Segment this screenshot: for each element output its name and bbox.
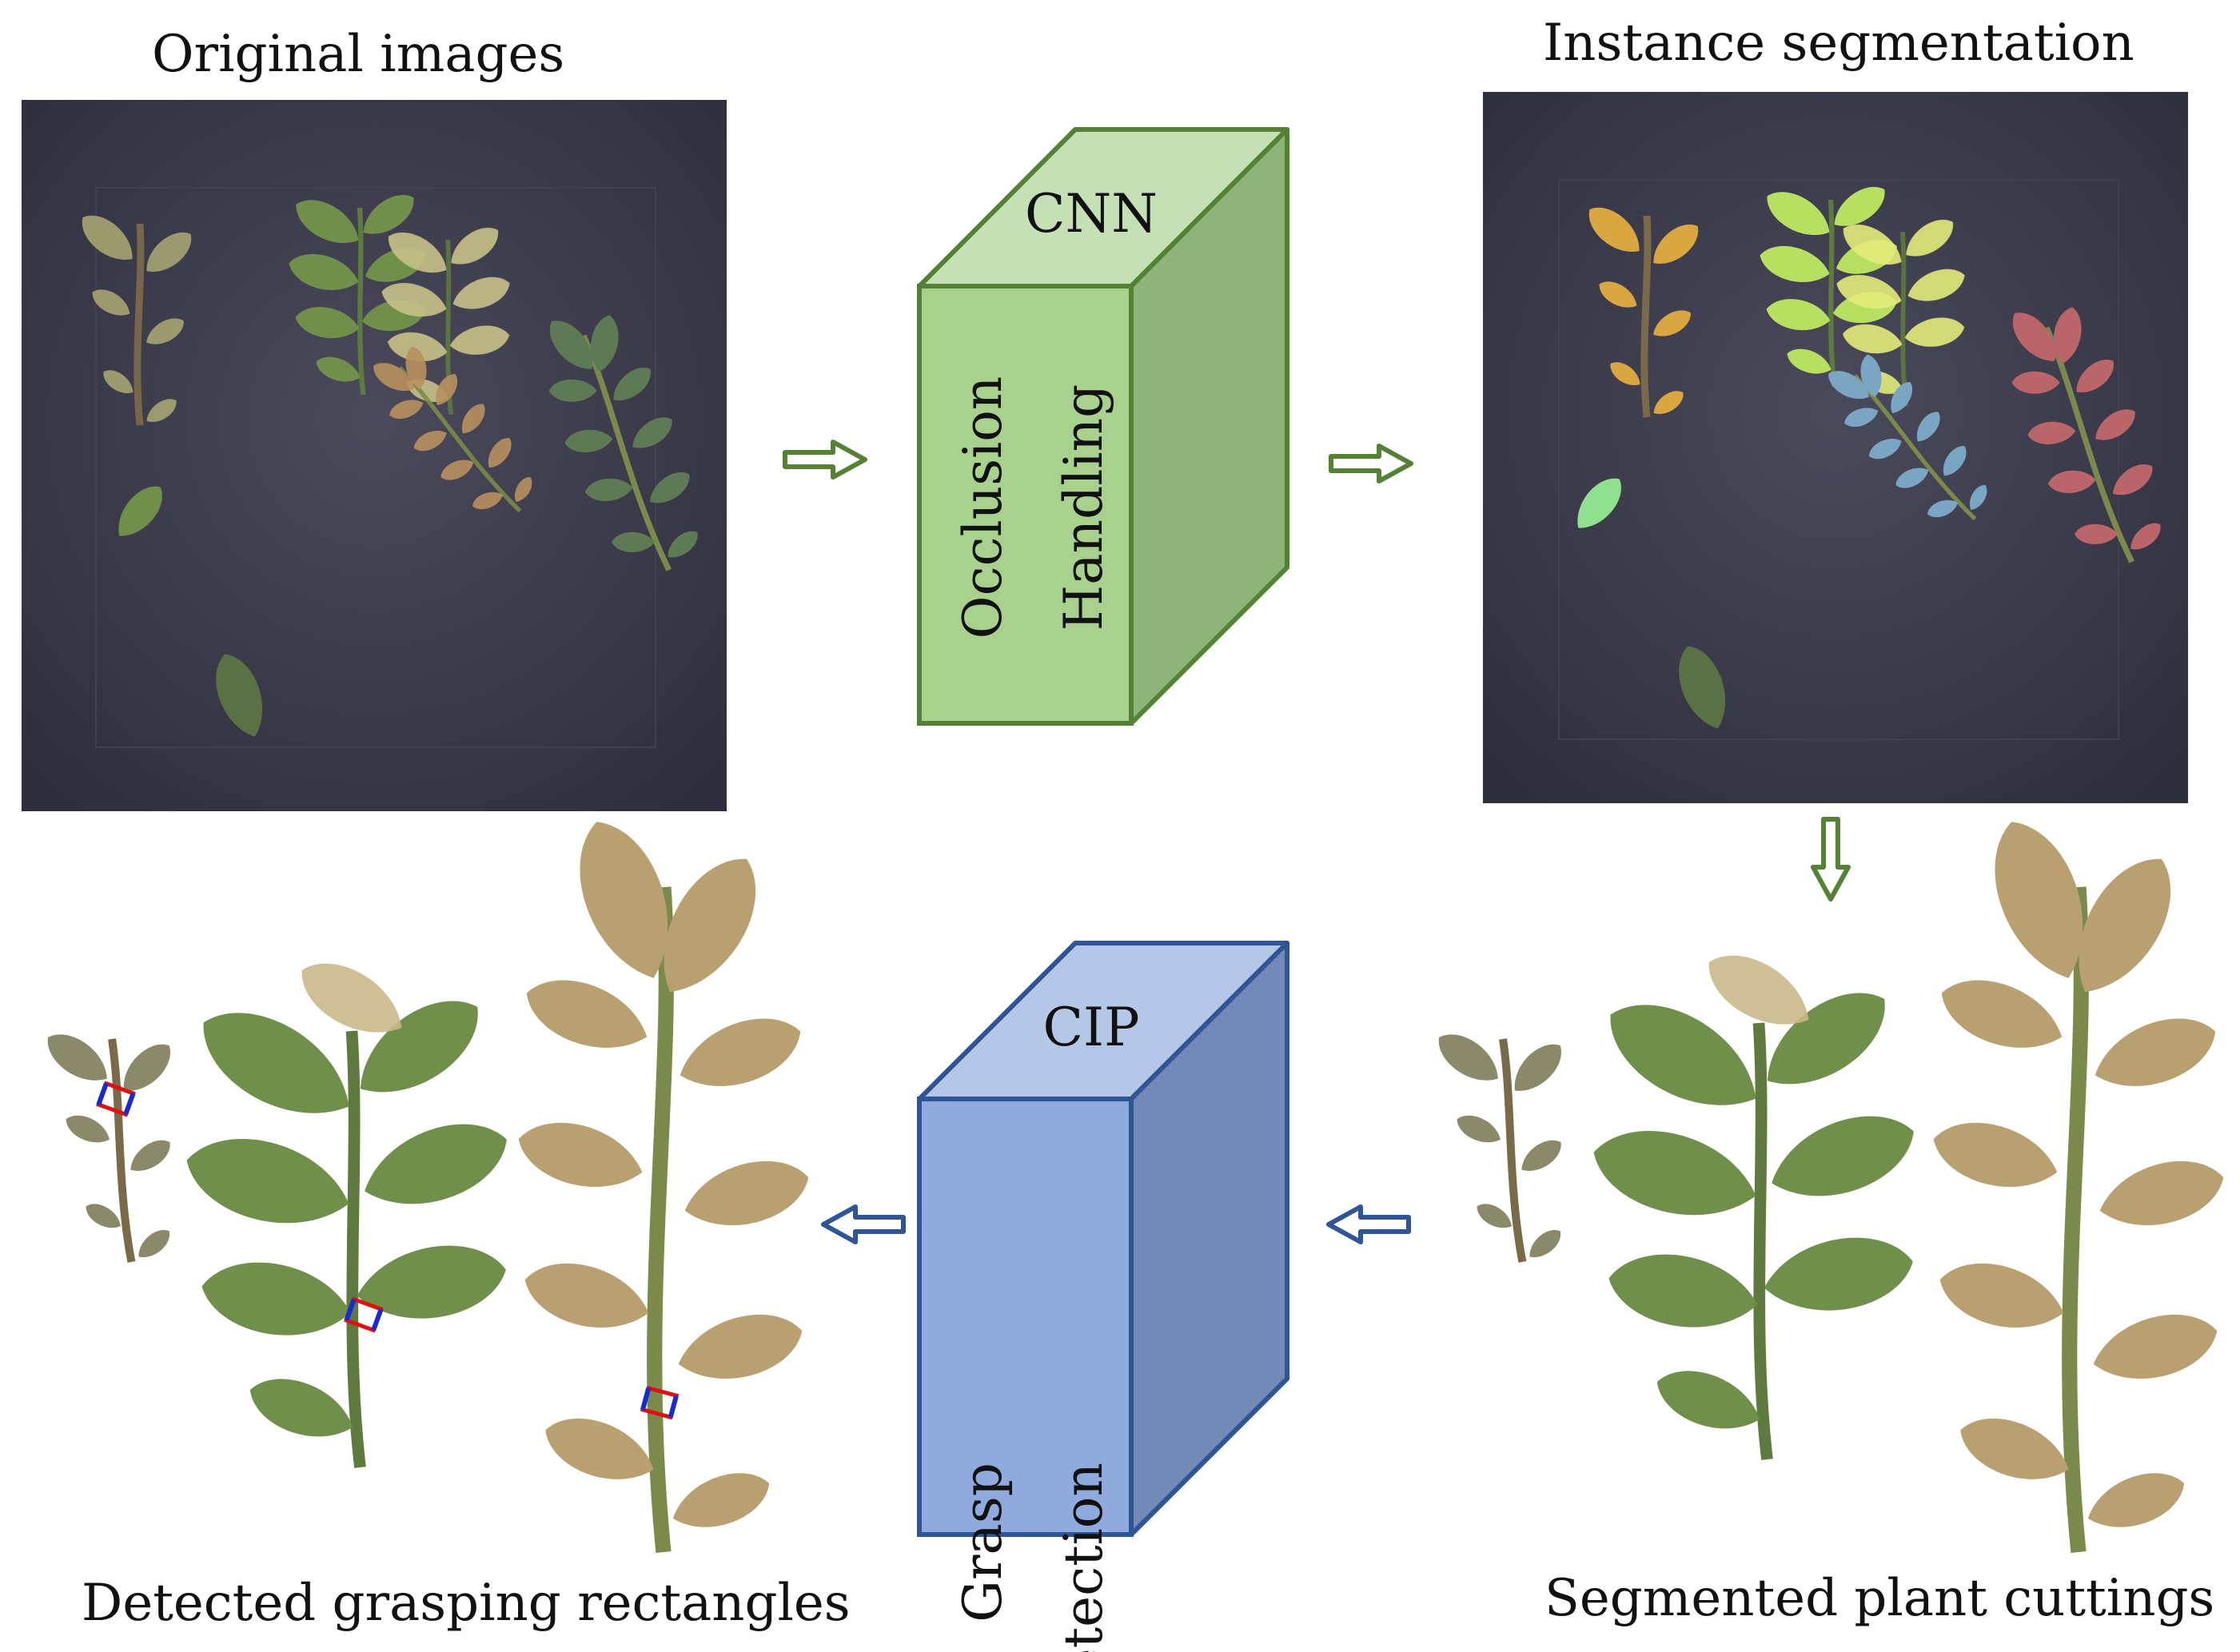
caption-original-images: Original images xyxy=(152,25,565,84)
original-image-panel xyxy=(22,100,727,811)
caption-segmented-plant-cuttings: Segmented plant cuttings xyxy=(1544,1569,2215,1628)
grasp-rectangle xyxy=(96,1081,136,1117)
cnn-label: CNN xyxy=(1025,183,1158,245)
detection-label: Detection xyxy=(1053,1463,1114,1652)
arrow-left xyxy=(1326,1204,1411,1244)
arrow-right xyxy=(1329,444,1413,484)
caption-detected-grasping-rectangles: Detected grasping rectangles xyxy=(82,1574,851,1633)
handling-label: Handling xyxy=(1053,384,1114,631)
caption-instance-segmentation: Instance segmentation xyxy=(1543,14,2134,73)
grasp-rectangle xyxy=(344,1296,384,1333)
cnn-box: CNN Occlusion Handling xyxy=(917,127,1289,726)
arrow-down xyxy=(1811,817,1851,902)
detected-cuttings xyxy=(36,809,816,1552)
grasp-label: Grasp xyxy=(952,1463,1014,1622)
instance-segmentation-panel xyxy=(1483,92,2188,803)
segmented-cuttings xyxy=(1427,809,2231,1552)
grasp-rectangle xyxy=(640,1385,680,1420)
cip-box: CIP Grasp Detection xyxy=(917,941,1289,1652)
occlusion-label: Occlusion xyxy=(952,376,1014,639)
arrow-left xyxy=(821,1204,906,1244)
arrow-right xyxy=(783,440,867,480)
cip-label: CIP xyxy=(1043,997,1140,1058)
